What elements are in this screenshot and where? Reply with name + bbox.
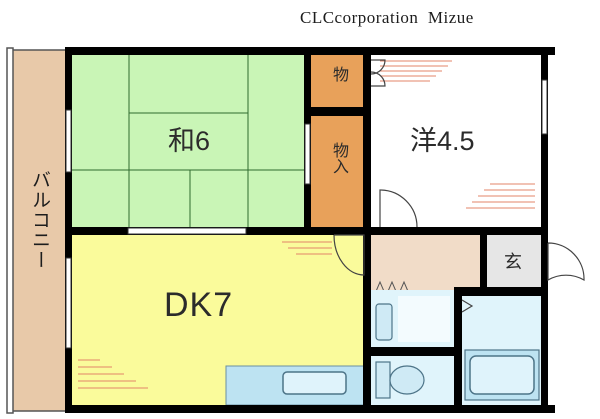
toilet-tank bbox=[375, 361, 391, 399]
bathtub-inner bbox=[469, 355, 535, 395]
washitsu-floor bbox=[72, 55, 304, 227]
hallway-floor bbox=[371, 235, 483, 290]
kitchen-sink bbox=[282, 371, 347, 395]
youshitsu-hatching bbox=[380, 60, 535, 209]
company-name: CLCcorporation Mizue bbox=[300, 8, 474, 27]
toilet-bowl bbox=[389, 365, 425, 395]
walls bbox=[65, 47, 555, 413]
genkan-floor bbox=[487, 235, 541, 287]
balcony-label: バルコニー bbox=[29, 170, 51, 270]
balcony-area bbox=[11, 49, 67, 412]
dk-hatching bbox=[78, 241, 332, 389]
tatami-lines bbox=[72, 55, 304, 227]
closet-small-floor bbox=[311, 55, 363, 107]
hallway-curtain bbox=[373, 280, 411, 298]
youshitsu-floor bbox=[371, 55, 541, 227]
door-swings bbox=[333, 59, 585, 313]
windows bbox=[65, 79, 548, 349]
closet-tall-floor bbox=[311, 116, 363, 227]
closet-tall-label: 物入 bbox=[330, 142, 349, 174]
washitsu-label: 和6 bbox=[168, 126, 211, 156]
washer-space bbox=[398, 296, 450, 342]
closet-small-label: 物 bbox=[330, 66, 349, 82]
genkan-label: 玄 bbox=[504, 252, 522, 272]
dk-label: DK7 bbox=[164, 286, 234, 324]
washbasin bbox=[375, 303, 393, 341]
youshitsu-label: 洋4.5 bbox=[410, 126, 475, 156]
balcony-railing bbox=[6, 47, 14, 414]
